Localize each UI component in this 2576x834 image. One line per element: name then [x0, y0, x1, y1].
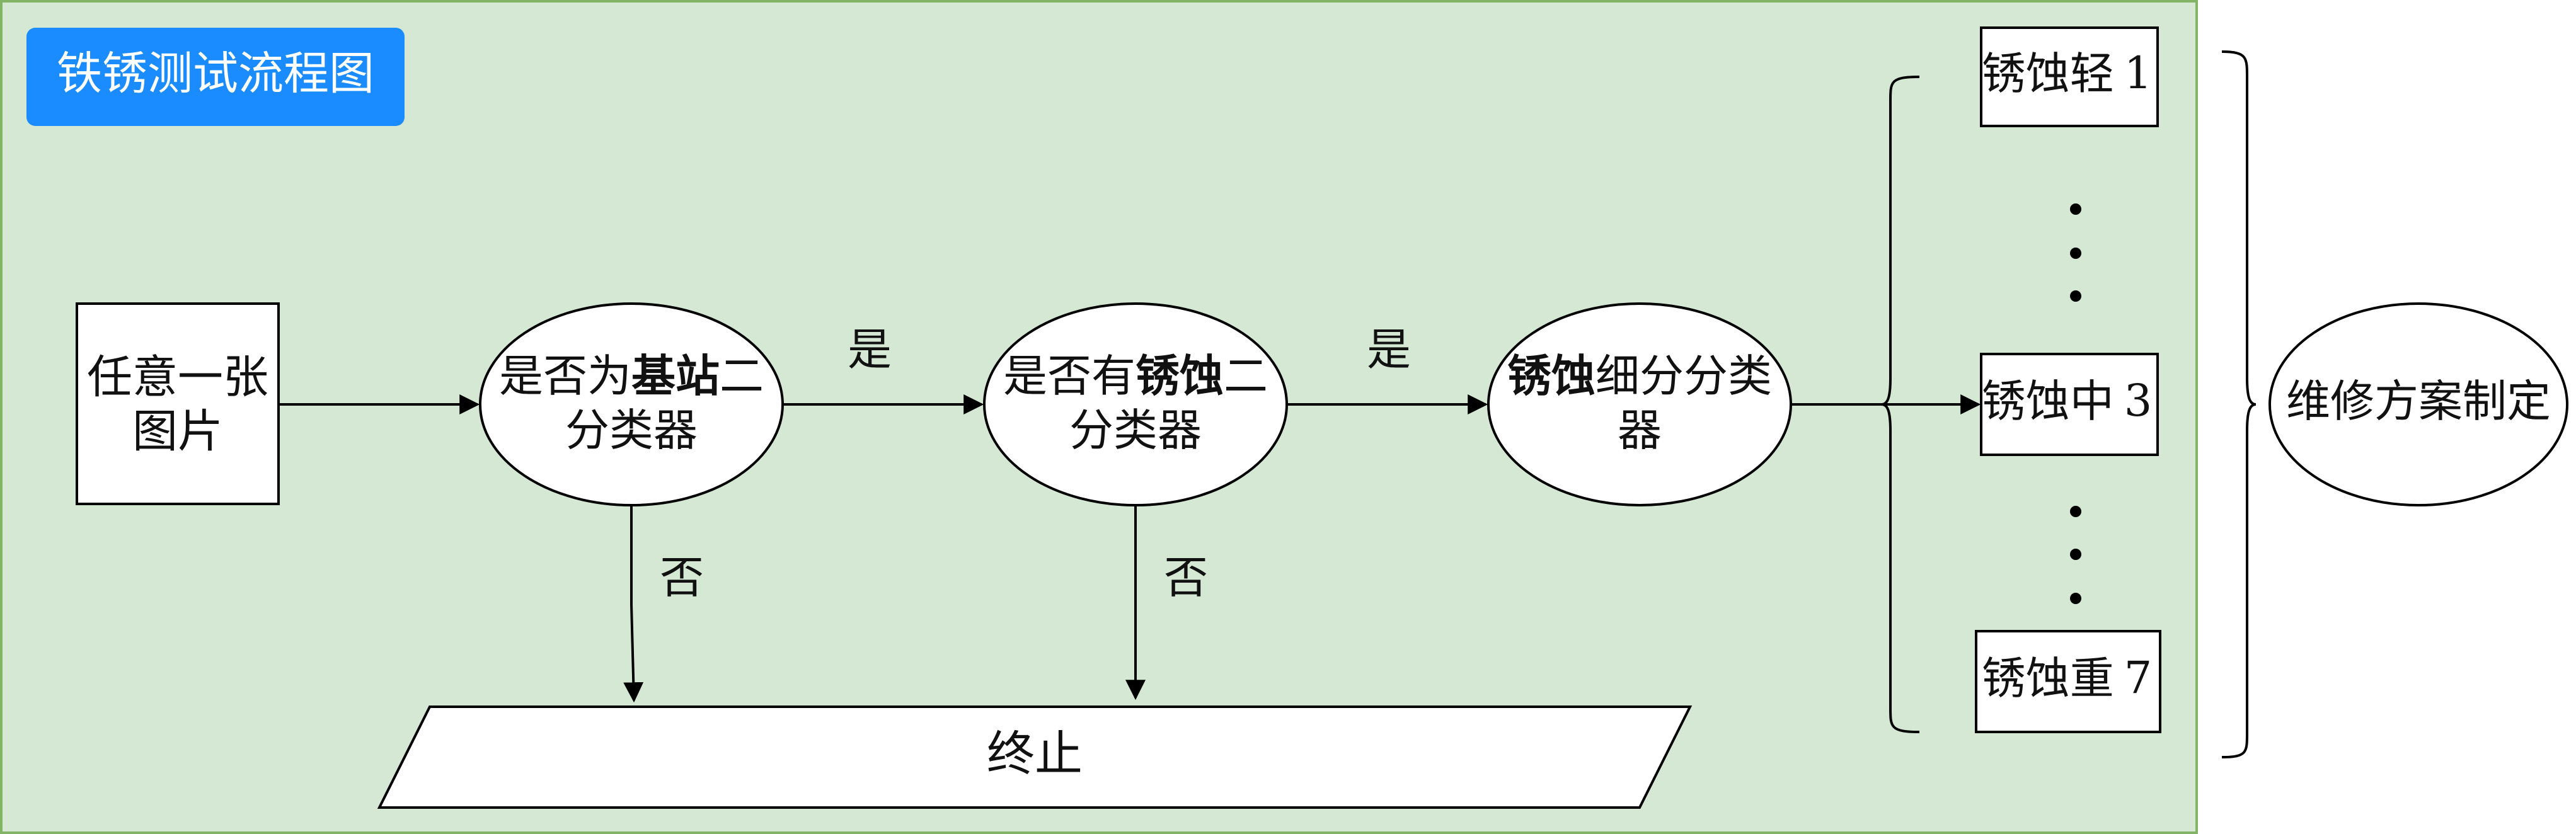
svg-text:锈蚀细分分类: 锈蚀细分分类 [1507, 350, 1772, 402]
levels-left-brace [1881, 76, 1920, 733]
edge-label-no-2: 否 [1164, 552, 1208, 603]
input-image-box: 任意一张 图片 [76, 302, 280, 505]
diagram-title: 铁锈测试流程图 [57, 47, 374, 100]
has-rust-prefix: 是否有 [1003, 350, 1136, 402]
edge-label-no-1: 否 [660, 552, 704, 603]
rust-grade-classifier: 锈蚀细分分类 器 [1487, 302, 1792, 506]
edge-label-yes-2: 是 [1367, 324, 1411, 375]
rust-presence-classifier: 是否有锈蚀二 分类器 [983, 302, 1288, 506]
input-box-line1: 任意一张 [87, 351, 268, 404]
has-rust-line2: 分类器 [1069, 404, 1202, 456]
base-station-prefix: 是否为 [499, 350, 631, 402]
base-station-suffix: 二 [720, 350, 764, 402]
terminate-node: 终止 [377, 705, 1693, 809]
has-rust-bold: 锈蚀 [1136, 350, 1224, 402]
terminate-label: 终止 [987, 726, 1083, 782]
has-rust-suffix: 二 [1224, 350, 1268, 402]
edge-label-yes-1: 是 [848, 324, 892, 375]
levels-right-brace [2221, 50, 2257, 758]
level-label-light: 锈蚀轻 [1982, 48, 2114, 100]
rust-grade-line2: 器 [1618, 404, 1662, 456]
input-box-line2: 图片 [132, 405, 223, 458]
base-station-bold: 基站 [631, 350, 720, 402]
maintenance-plan-node: 维修方案制定 [2268, 302, 2568, 506]
svg-text:是否有锈蚀二: 是否有锈蚀二 [1003, 350, 1268, 402]
level-number-medium: 3 [2124, 375, 2153, 426]
rust-grade-suffix: 细分分类 [1596, 350, 1772, 402]
level-label-medium: 锈蚀中 [1982, 375, 2114, 427]
ellipsis-dots-upper [2070, 203, 2081, 302]
svg-text:是否为基站二: 是否为基站二 [499, 350, 764, 402]
level-label-heavy: 锈蚀重 [1982, 653, 2114, 704]
ellipsis-dots-lower [2070, 506, 2081, 604]
base-station-line2: 分类器 [565, 404, 698, 456]
title-badge: 铁锈测试流程图 [26, 28, 405, 126]
rust-grade-bold: 锈蚀 [1507, 350, 1596, 402]
level-number-heavy: 7 [2124, 652, 2153, 704]
maintenance-plan-label: 维修方案制定 [2286, 375, 2551, 427]
level-number-light: 1 [2124, 47, 2153, 99]
base-station-classifier: 是否为基站二 分类器 [479, 302, 784, 506]
edge-base-no [623, 505, 644, 703]
